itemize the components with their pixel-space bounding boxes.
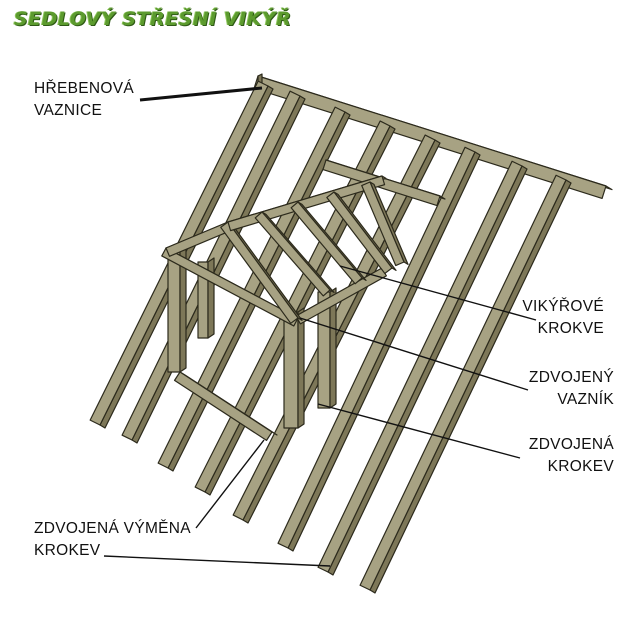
leader-vikyrove — [339, 265, 537, 321]
rafter-6 — [277, 146, 481, 552]
dormer-rafter-3-face — [326, 191, 393, 275]
rafter-8-face — [359, 174, 567, 591]
leader-vymena — [195, 439, 265, 529]
label-vymena-line2: KROKEV — [34, 542, 101, 559]
label-hrebenova-line2: VAZNICE — [34, 102, 103, 119]
leader-hrebenova — [139, 86, 263, 102]
dormer-rafter-3 — [326, 191, 397, 275]
rafter-7-face — [317, 160, 523, 573]
dormer-post-front-right — [283, 307, 305, 429]
dormer-rafter-1-face — [254, 211, 331, 297]
label-hrebenova-vaznice: HŘEBENOVÁ VAZNICE — [34, 78, 134, 122]
dormer-post-back-right-side — [329, 287, 337, 409]
label-zdvojeny-line1: ZDVOJENÝ — [528, 369, 614, 386]
dormer-post-back-right — [317, 287, 337, 409]
rafter-6-face — [277, 146, 476, 549]
gable-rafter-right-face — [220, 221, 299, 324]
dormer-post-mid-side — [207, 257, 215, 339]
rafter-7 — [317, 160, 528, 576]
rafter-2-side — [131, 95, 306, 444]
lower-trimmer — [173, 371, 278, 441]
rafter-8 — [359, 174, 572, 594]
label-zdvojena-vymena-krokev: ZDVOJENÁ VÝMĚNA KROKEV — [34, 518, 191, 562]
dormer-plate-front-face — [161, 247, 299, 327]
diagram-title: SEDLOVÝ STŘEŠNÍ VIKÝŘ — [14, 8, 292, 30]
dormer-post-front-left — [167, 245, 187, 373]
dormer-post-front-left-face — [167, 249, 181, 373]
label-vymena-line1: ZDVOJENÁ VÝMĚNA — [34, 520, 191, 537]
dormer-rafter-4-face — [361, 181, 405, 267]
leader-krokev — [103, 555, 331, 567]
dormer-rafter-2 — [290, 201, 367, 285]
dormer-plate-side-face — [295, 267, 387, 325]
leader-zdvojeny — [299, 317, 529, 391]
label-vikyrove-krokve: VIKÝŘOVÉ KROKVE — [522, 296, 604, 340]
dormer-post-mid — [197, 257, 215, 339]
lower-trimmer-face — [173, 371, 273, 441]
label-hrebenova-line1: HŘEBENOVÁ — [34, 80, 135, 97]
label-zdvojeny-vaznik: ZDVOJENÝ VAZNÍK — [529, 367, 614, 411]
leader-zdvojena — [317, 403, 521, 459]
label-vikyrove-line1: VIKÝŘOVÉ — [522, 298, 604, 315]
dormer-rafter-4 — [361, 181, 409, 267]
label-zdvojena-line1: ZDVOJENÁ — [528, 436, 614, 453]
dormer-post-front-right-face — [283, 311, 299, 429]
dormer-plate-side — [295, 267, 387, 325]
rafter-3-face — [157, 106, 346, 469]
label-zdvojena-krokev: ZDVOJENÁ KROKEV — [529, 434, 614, 478]
label-vikyrove-line2: KROKVE — [537, 320, 604, 337]
label-zdvojeny-line2: VAZNÍK — [557, 391, 614, 408]
dormer-rafter-2-face — [290, 201, 363, 285]
label-zdvojena-line2: KROKEV — [547, 458, 614, 475]
dormer-post-front-right-side — [297, 307, 305, 429]
dormer-rafter-1 — [254, 211, 335, 297]
